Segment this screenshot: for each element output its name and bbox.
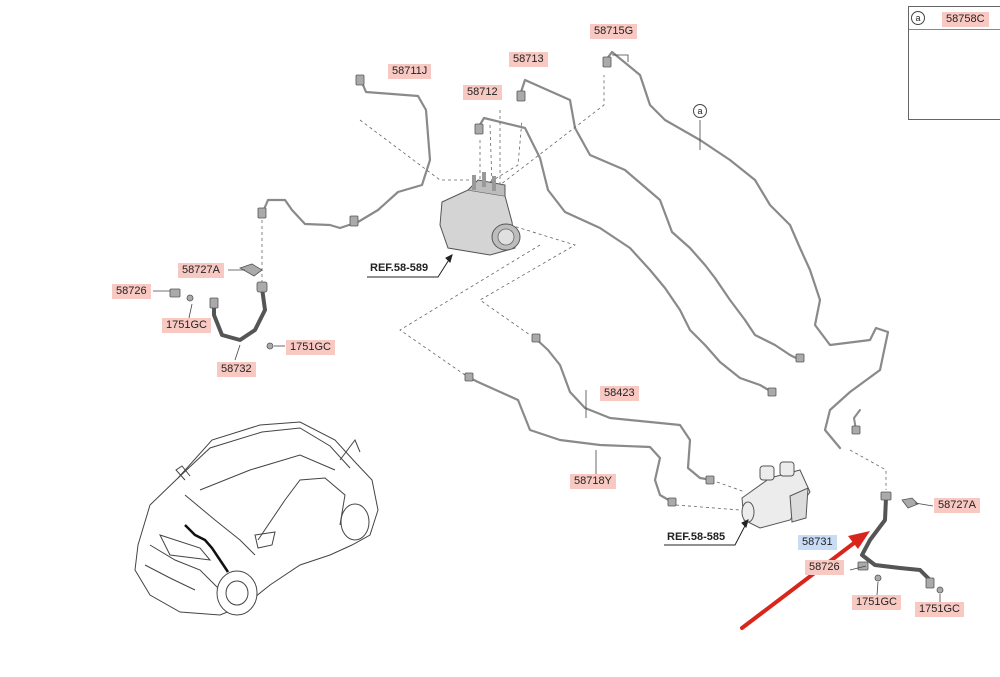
callout-a-main: a — [693, 104, 707, 118]
label-58713[interactable]: 58713 — [509, 52, 548, 67]
hose-58732 — [212, 286, 267, 342]
pipe-58423 — [533, 336, 714, 482]
red-indicator-arrow — [740, 531, 870, 630]
pipe-58713 — [518, 78, 802, 362]
label-58732[interactable]: 58732 — [217, 362, 256, 377]
label-58718Y[interactable]: 58718Y — [570, 474, 616, 489]
ref-58-589[interactable]: REF.58-589 — [370, 262, 429, 274]
label-58726-left[interactable]: 58726 — [112, 284, 151, 299]
label-58731-highlighted[interactable]: 58731 — [798, 535, 837, 550]
pipe-58715G — [604, 50, 890, 450]
callout-a-inset: a — [911, 11, 925, 25]
label-58726-right[interactable]: 58726 — [805, 560, 844, 575]
label-58715G[interactable]: 58715G — [590, 24, 638, 39]
label-58727A-left[interactable]: 58727A — [178, 263, 224, 278]
label-58712[interactable]: 58712 — [463, 85, 502, 100]
label-58758C[interactable]: 58758C — [942, 12, 989, 27]
label-58711J[interactable]: 58711J — [388, 64, 432, 79]
label-1751GC-right-2[interactable]: 1751GC — [915, 602, 964, 617]
label-58727A-right[interactable]: 58727A — [934, 498, 980, 513]
car-illustration — [134, 421, 379, 616]
label-1751GC-left-2[interactable]: 1751GC — [286, 340, 335, 355]
pipe-58712 — [476, 116, 774, 394]
abs-module-illustration — [439, 172, 521, 256]
pipe-58718Y — [466, 375, 674, 504]
hose-58731 — [860, 496, 932, 582]
ref-58-585[interactable]: REF.58-585 — [667, 531, 726, 543]
label-1751GC-right-1[interactable]: 1751GC — [852, 595, 901, 610]
inset-header — [909, 7, 1000, 30]
master-cylinder-illustration — [741, 461, 811, 529]
label-1751GC-left-1[interactable]: 1751GC — [162, 318, 211, 333]
label-58423[interactable]: 58423 — [600, 386, 639, 401]
pipe-58711J — [260, 76, 432, 230]
car-brake-line-highlight — [184, 524, 230, 573]
